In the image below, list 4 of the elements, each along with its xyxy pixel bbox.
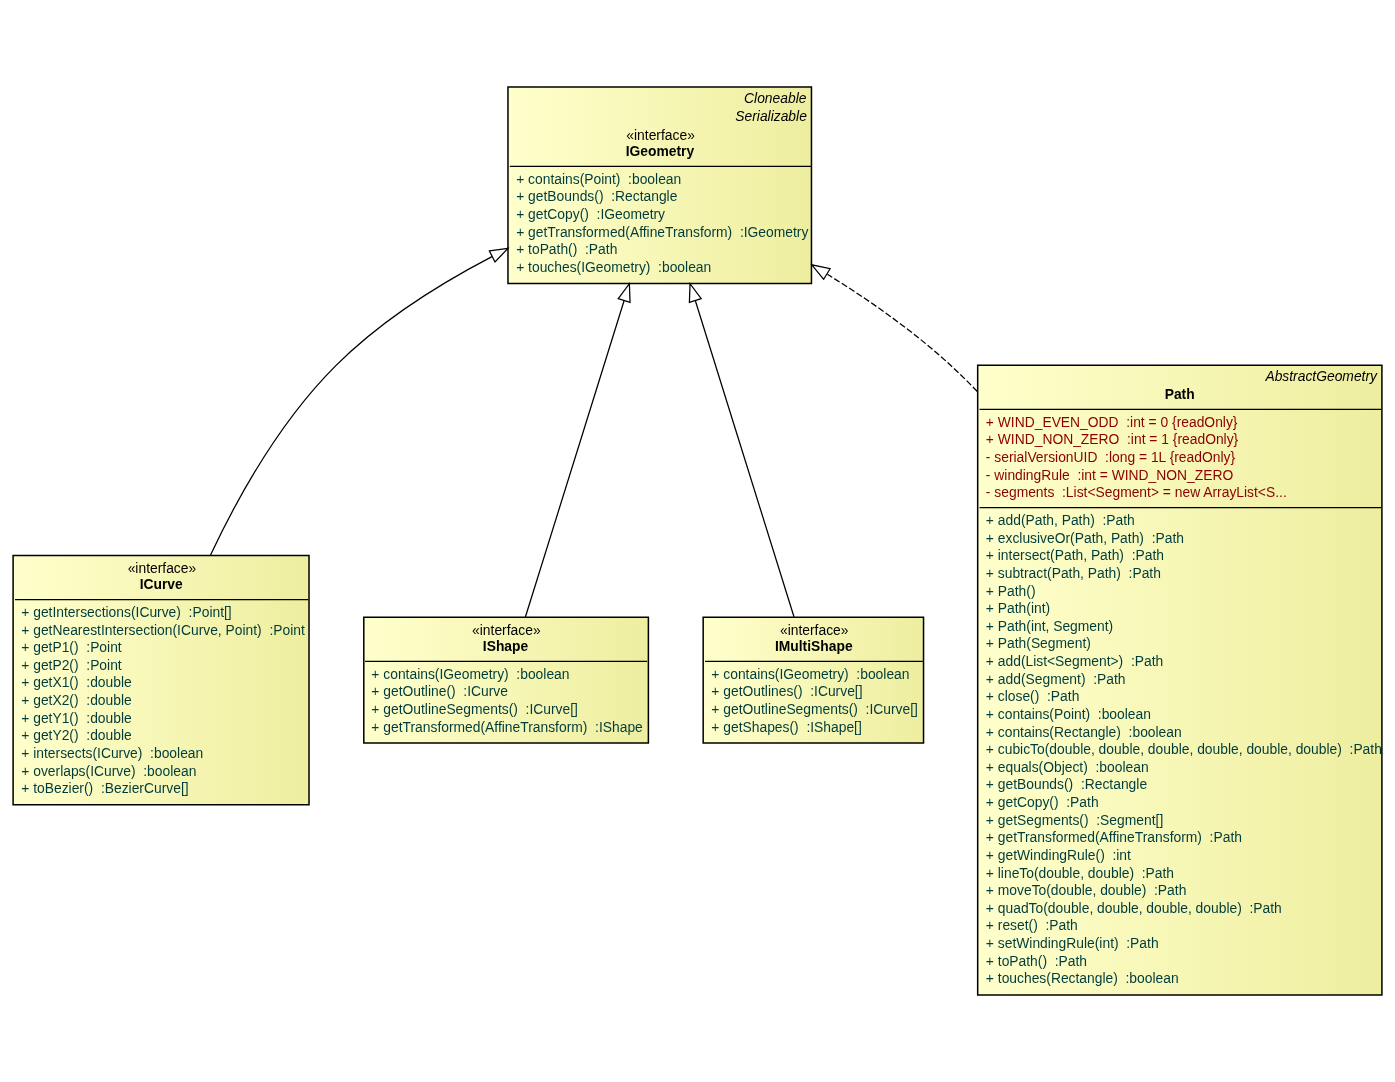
arrow: [524, 281, 631, 618]
arrow: [810, 263, 978, 393]
arrow: [688, 281, 795, 618]
arrow: [209, 247, 510, 556]
